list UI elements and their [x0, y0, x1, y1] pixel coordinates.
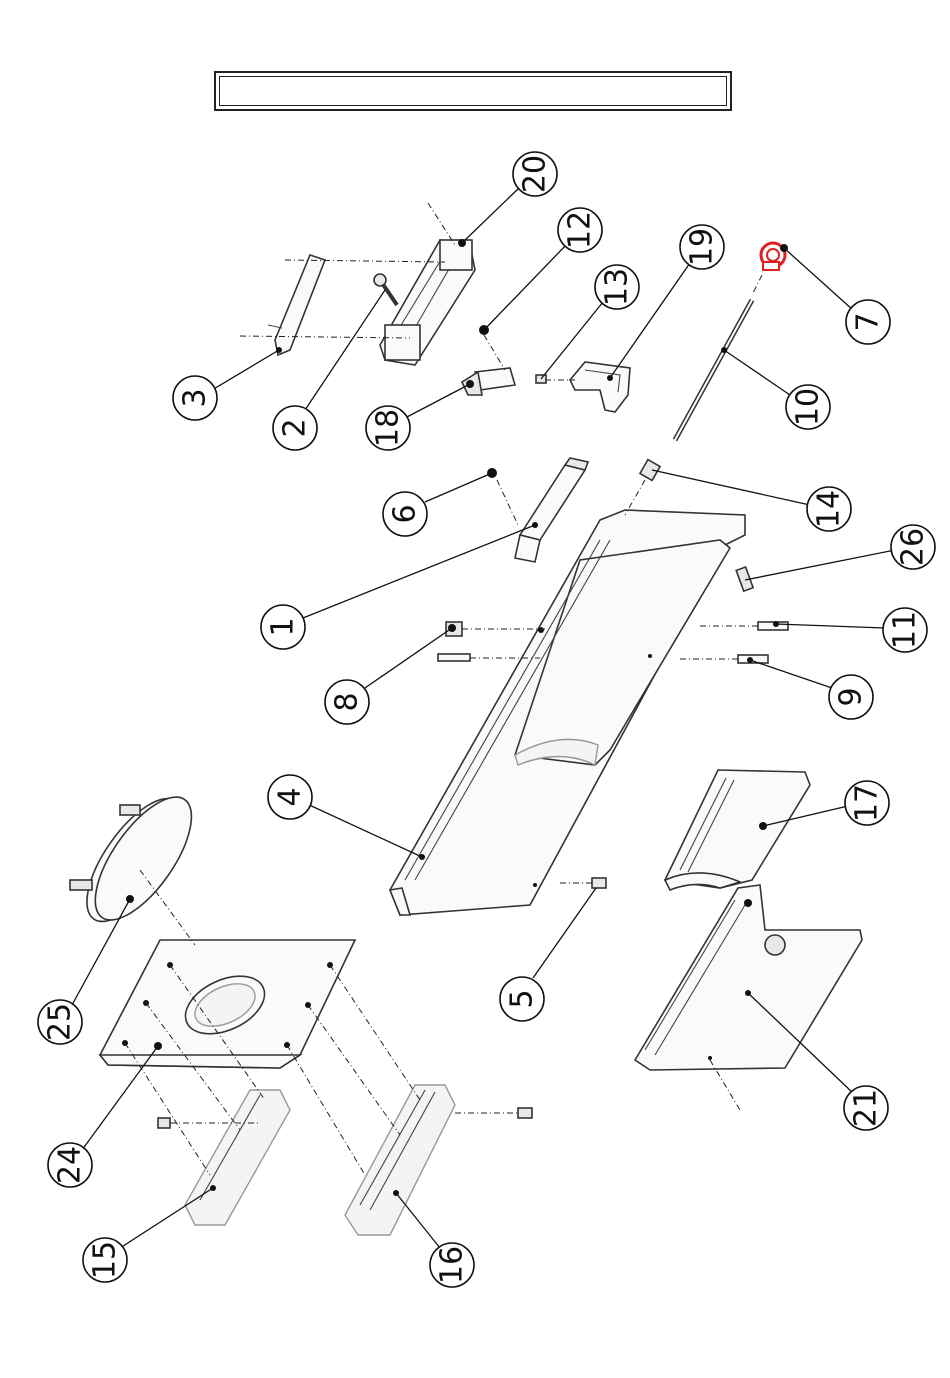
- callout-25-label: 25: [43, 1003, 78, 1041]
- part-5-screw: [592, 878, 606, 888]
- callout-12-label: 12: [563, 211, 598, 249]
- callout-18-label: 18: [371, 409, 406, 447]
- part-25-ring: [69, 782, 209, 936]
- callout-2-label: 2: [278, 418, 313, 437]
- callout-3: 3: [173, 350, 279, 420]
- part-9-pin: [738, 655, 768, 663]
- callout-5-label: 5: [505, 989, 540, 1008]
- callout-19-label: 19: [685, 228, 720, 266]
- part-16-rail: [345, 1085, 532, 1235]
- callout-24-label: 24: [53, 1146, 88, 1184]
- part-21-fence: [635, 885, 862, 1070]
- callout-12: 12: [484, 208, 602, 330]
- part-15-rail: [158, 1090, 290, 1225]
- callout-7: 7: [784, 248, 890, 344]
- callout-17-label: 17: [850, 784, 885, 822]
- part-24-base-plate: [100, 940, 355, 1068]
- callout-18: 18: [366, 384, 470, 450]
- callout-10-label: 10: [791, 388, 826, 426]
- callout-8: 8: [325, 628, 452, 724]
- callout-7-label: 7: [851, 312, 886, 331]
- part-11-pin: [758, 621, 788, 630]
- callout-9-label: 9: [834, 687, 869, 706]
- callout-6: 6: [383, 473, 492, 536]
- part-14-spring: [640, 460, 660, 481]
- callout-16: 16: [396, 1193, 474, 1287]
- part-7-knob: [761, 243, 788, 270]
- part-8-screw: [446, 622, 462, 636]
- part-17-plate: [665, 770, 810, 890]
- part-3-plate: [268, 255, 325, 355]
- callout-3-label: 3: [178, 388, 213, 407]
- part-10-shaft: [675, 300, 752, 440]
- callout-11: 11: [776, 608, 927, 652]
- callout-6-label: 6: [388, 504, 423, 523]
- part-1-bar: [515, 458, 588, 562]
- callout-14-label: 14: [812, 490, 847, 528]
- part-19-block: [570, 362, 630, 412]
- callout-9: 9: [750, 660, 873, 719]
- callout-5: 5: [500, 888, 596, 1021]
- callout-1-label: 1: [266, 617, 301, 636]
- callout-4: 4: [268, 775, 422, 857]
- callout-24: 24: [48, 1046, 158, 1187]
- callout-10: 10: [724, 350, 830, 429]
- callout-21-label: 21: [849, 1089, 884, 1127]
- callout-4-label: 4: [273, 787, 308, 806]
- callout-26-label: 26: [896, 528, 931, 566]
- callout-8-label: 8: [330, 692, 365, 711]
- callout-20: 20: [462, 152, 557, 243]
- callout-16-label: 16: [435, 1246, 470, 1284]
- part-18-clamp: [462, 368, 515, 395]
- callout-20-label: 20: [518, 155, 553, 193]
- callout-26: 26: [745, 525, 935, 580]
- part-pin-left: [438, 654, 470, 661]
- callout-1: 1: [261, 525, 535, 649]
- callout-13-label: 13: [600, 268, 635, 306]
- callout-15-label: 15: [88, 1241, 123, 1279]
- callout-11-label: 11: [888, 611, 923, 649]
